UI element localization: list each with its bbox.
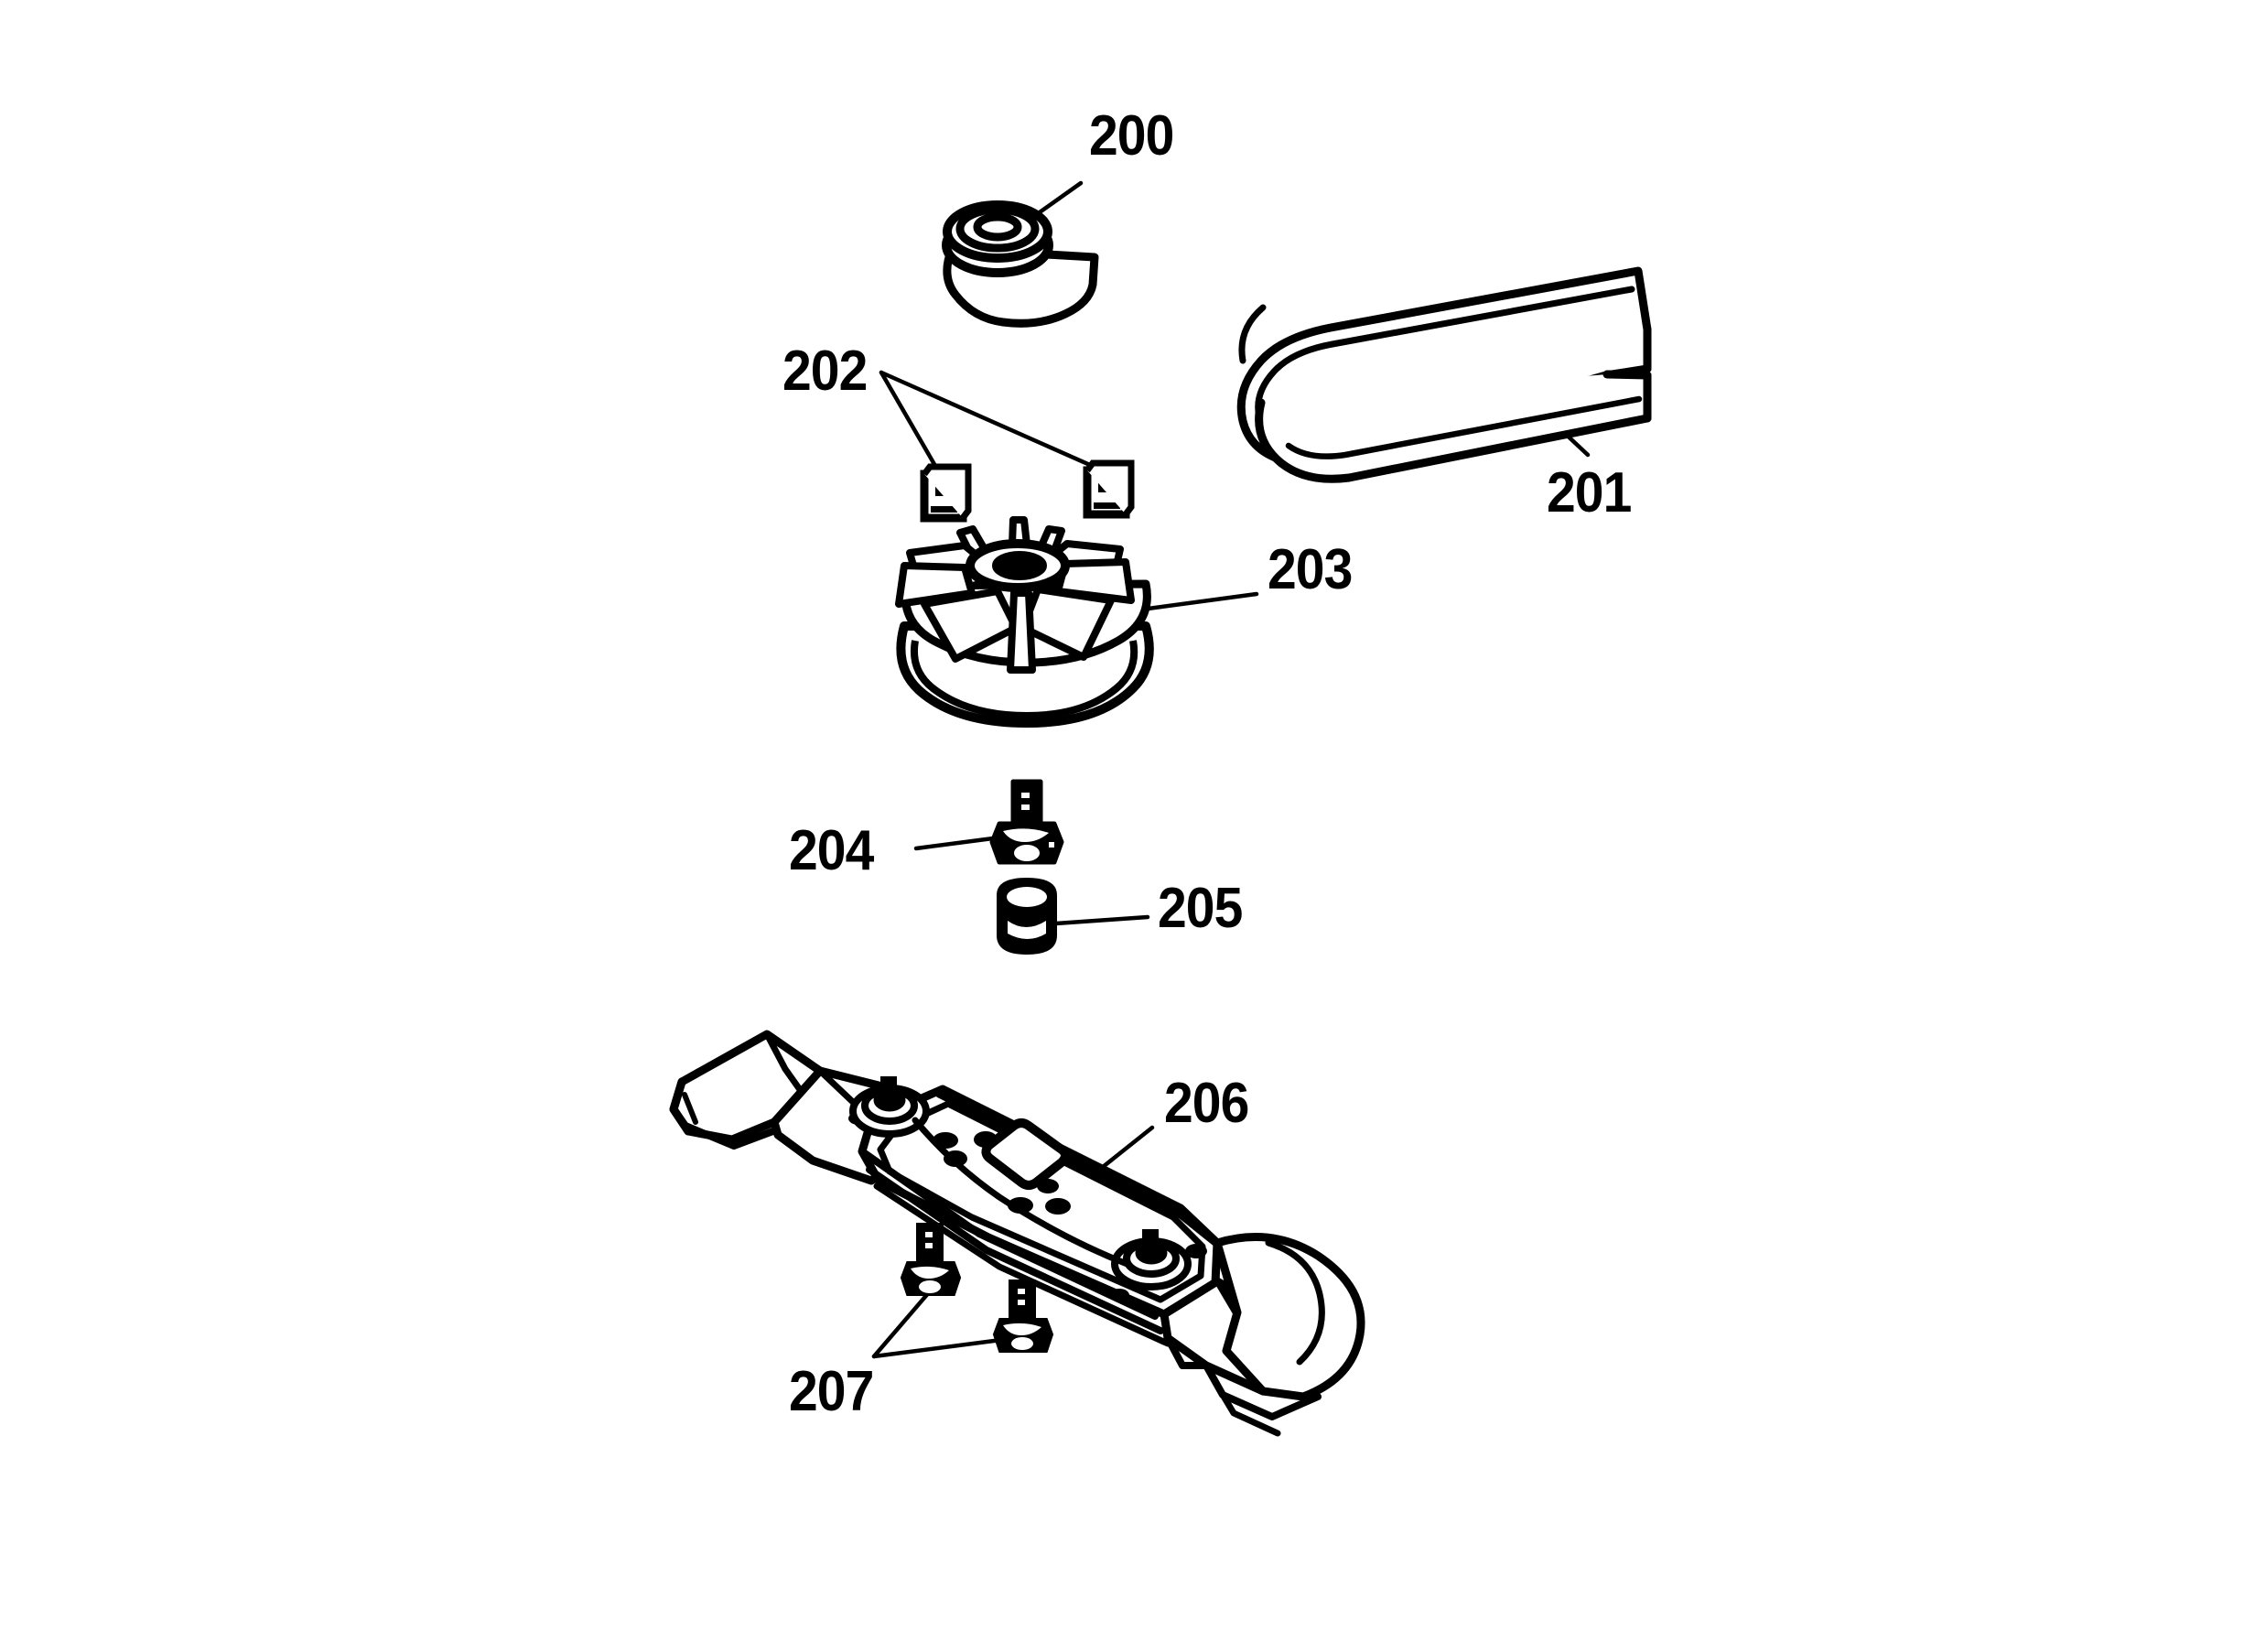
blade-left-mounting-boss (849, 1076, 930, 1138)
leader-line-202-b (879, 370, 1101, 471)
callout-label-201[interactable]: 201 (1547, 461, 1632, 524)
leader-line-202-a (879, 370, 942, 475)
callout-label-205[interactable]: 205 (1158, 877, 1243, 940)
part-205-spacer-washer[interactable] (997, 877, 1057, 956)
blade-right-mounting-boss (1111, 1229, 1192, 1290)
leader-line-207-a (871, 1289, 933, 1359)
leader-line-205 (1040, 914, 1150, 927)
callout-label-207[interactable]: 207 (789, 1360, 874, 1423)
callout-label-200[interactable]: 200 (1089, 104, 1174, 167)
callout-label-204[interactable]: 204 (789, 819, 874, 882)
part-202-key-left[interactable] (920, 463, 972, 523)
part-202-key-right[interactable] (1083, 459, 1135, 519)
leader-line-203 (1138, 591, 1259, 612)
part-202-adapter-keys[interactable] (920, 459, 1135, 523)
part-207-bolt-b[interactable] (992, 1279, 1054, 1353)
part-203-cooling-fan[interactable] (895, 516, 1154, 728)
part-200-pulley[interactable] (942, 200, 1099, 328)
callout-label-206[interactable]: 206 (1164, 1072, 1249, 1135)
part-201-v-belt[interactable] (1236, 266, 1652, 483)
callout-label-202[interactable]: 202 (782, 340, 868, 403)
part-204-blade-bolt[interactable] (989, 779, 1064, 865)
callout-label-203[interactable]: 203 (1268, 538, 1353, 601)
part-207-shoulder-bolts[interactable] (900, 1223, 1054, 1353)
part-207-bolt-a[interactable] (900, 1223, 962, 1296)
part-206-mower-blade[interactable] (669, 1030, 1365, 1437)
